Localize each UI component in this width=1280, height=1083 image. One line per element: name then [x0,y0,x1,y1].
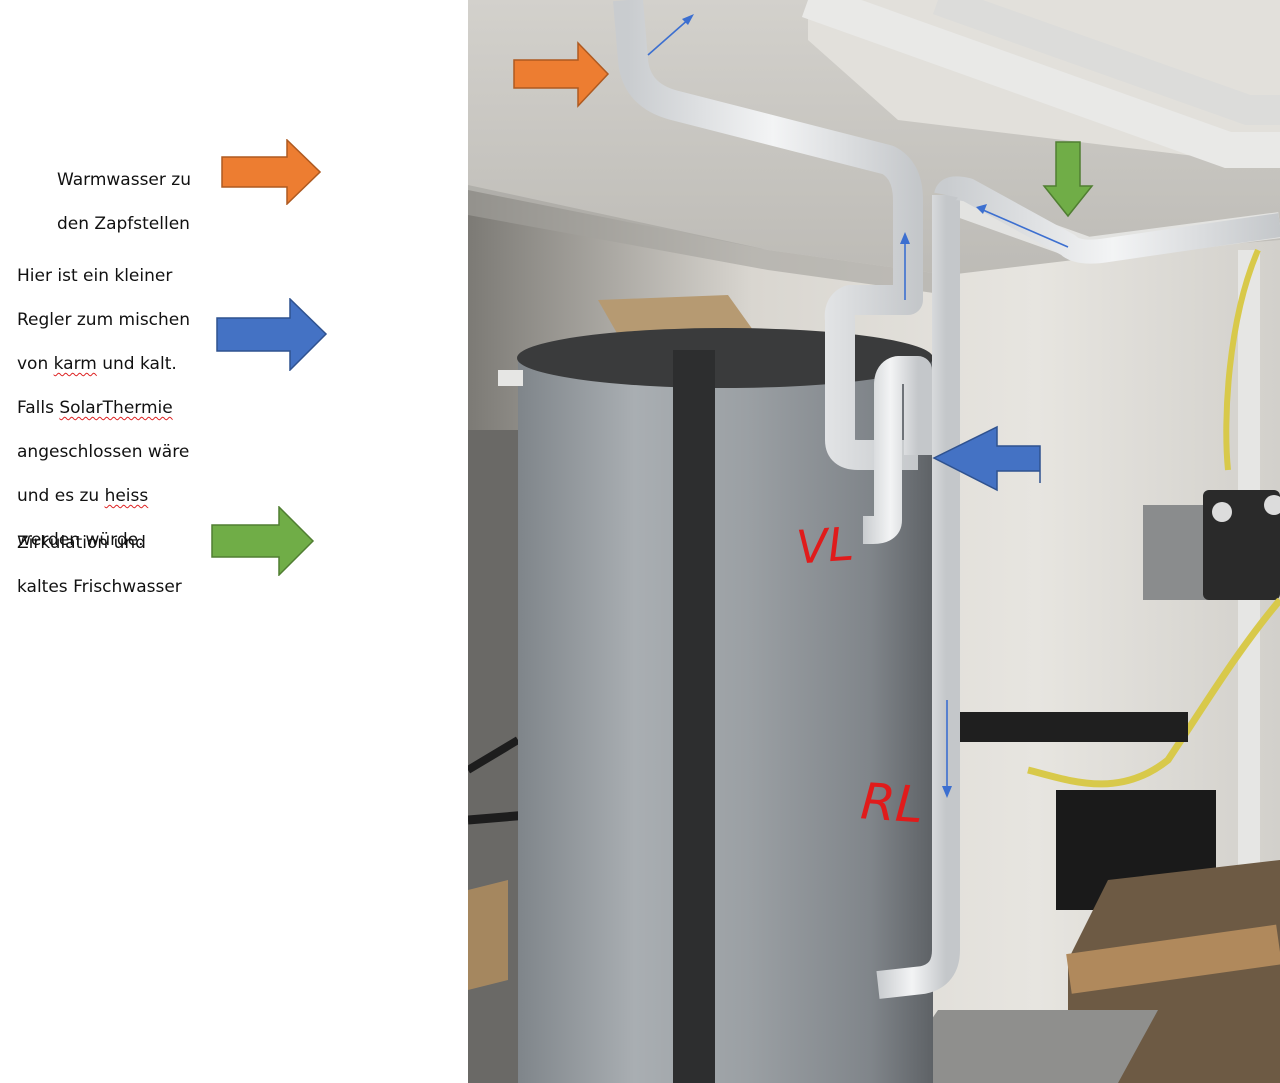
yellow-hose-2 [1223,248,1261,471]
photo-green-arrow [1042,141,1094,218]
photo-orange-arrow [513,41,610,108]
note-mix-word-solarthermie: SolarThermie [59,398,173,418]
note-mix-line3-c: und kalt. [96,354,177,374]
blue-arrow-icon [216,298,328,371]
note-mix-line7: werden würde. [17,530,144,550]
pump-gauge-1 [1212,502,1232,522]
tank-seam [673,350,715,1083]
ceiling-pipe-1 [801,0,1280,168]
note-mix-line5: angeschlossen wäre [17,442,190,462]
note-warmwasser-line2: den Zapfstellen [57,214,190,234]
flow-arrow-left-head [976,204,987,214]
label-rl: RL [859,772,926,834]
orange-arrow-icon [221,139,321,205]
pipe-supply [859,356,932,544]
flow-arrow-up-right [647,17,691,56]
pipe-circulation [934,176,1280,264]
tank-body [518,335,933,1083]
note-mix-line3-a: von [17,354,54,374]
note-mix-word-heiss: heiss [104,486,149,506]
note-mix-line6-a: und es zu [17,486,105,506]
note-mix-line3: von karm und kalt. [17,353,217,375]
note-mischregler: Hier ist ein kleiner Regler zum mischen … [17,243,217,573]
yellow-hose [1027,597,1280,788]
tank-lid [517,328,933,388]
note-zirkulation-line1: Zirkulation und [17,533,146,553]
green-arrow-shape [211,506,315,576]
floor-tile [888,1010,1158,1083]
black-pipe-horizontal [958,712,1188,742]
note-zirkulation: Zirkulation und kaltes Frischwasser [17,510,217,620]
flow-arrow-down-head [942,786,952,798]
orange-arrow-shape [221,139,321,205]
bicycle-bar [468,736,521,774]
note-mix-word-karm: karm [53,354,97,374]
label-vl: VL [795,517,856,575]
shelf-board [1066,924,1280,994]
photo-blue-arrow [932,425,1041,492]
ceiling-shadow [468,185,948,295]
note-zirkulation-line2: kaltes Frischwasser [17,577,182,597]
note-mix-line4: Falls SolarThermie [17,397,217,419]
note-mix-line6: und es zu heiss [17,485,217,507]
note-mix-line1: Hier ist ein kleiner [17,266,173,286]
pipe-vertical-main [876,195,960,999]
pump-gauge-2 [1264,495,1280,515]
cardboard-left [468,880,508,990]
flow-arrow-up-right-head [682,14,694,25]
cardboard-top [598,295,753,335]
green-arrow-icon [211,506,315,576]
note-warmwasser-line1: Warmwasser zu [57,170,191,190]
boiler-photo: VL RL [468,0,1280,1083]
tank-bracket [498,370,523,386]
ceiling-pipe-2 [932,0,1280,125]
flow-arrow-left [982,209,1069,248]
note-warmwasser: Warmwasser zu den Zapfstellen [57,147,217,257]
note-mix-line4-a: Falls [17,398,60,418]
note-mix-line2: Regler zum mischen [17,310,191,330]
flow-arrow-up-head [900,232,910,244]
pipe-warmwater [613,0,923,470]
blue-arrow-shape [216,298,328,371]
